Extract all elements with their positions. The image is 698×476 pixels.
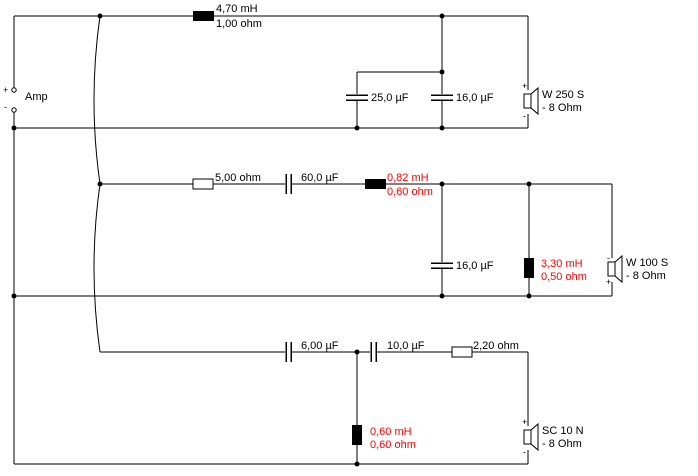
junction-dot [354, 461, 360, 467]
junction-dot [11, 293, 17, 299]
tweeter-inductor-shunt-value: 0,60 mH [370, 426, 412, 438]
capacitor-16uF-woofer [431, 94, 453, 101]
capacitor-16uF-mid [431, 262, 453, 269]
amp-minus-sign: - [4, 102, 7, 112]
capacitor-10uF [370, 342, 377, 362]
amp-label: Amp [25, 91, 48, 103]
junction-dot [439, 293, 445, 299]
tweeter-speaker-impedance: - 8 Ohm [542, 438, 582, 450]
mid-capacitor-series-label: 60,0 µF [301, 172, 339, 184]
mid-resistor-label: 5,00 ohm [215, 172, 261, 184]
junction-dot [354, 349, 360, 355]
capacitor-6uF [285, 342, 292, 362]
junction-dot [11, 125, 17, 131]
speaker-icon-mid [607, 254, 623, 284]
junction-dot [526, 181, 532, 187]
inductor-0-82mH [365, 179, 386, 189]
woofer-speaker-impedance: - 8 Ohm [542, 102, 582, 114]
tweeter-inductor-shunt-resistance: 0,60 ohm [370, 439, 416, 451]
woofer-inductor-value: 4,70 mH [216, 3, 258, 15]
mid-speaker-name: W 100 S [626, 257, 669, 269]
mid-speaker-minus: - [607, 253, 610, 263]
woofer-speaker-minus: - [523, 111, 526, 121]
woofer-capacitor-2-label: 16,0 µF [456, 92, 494, 104]
amp-terminal-minus [11, 107, 17, 113]
tweeter-capacitor-2-label: 10,0 µF [387, 340, 425, 352]
woofer-capacitor-1-label: 25,0 µF [371, 92, 409, 104]
junction-dot [97, 181, 103, 187]
amp-terminal-plus [11, 87, 17, 93]
resistor-5-00ohm [192, 178, 214, 190]
mid-capacitor-shunt-label: 16,0 µF [456, 260, 494, 272]
capacitor-60uF [285, 174, 292, 194]
tweeter-capacitor-1-label: 6,00 µF [301, 340, 339, 352]
junction-dot [439, 125, 445, 131]
mid-inductor-resistance: 0,60 ohm [387, 186, 433, 198]
resistor-2-20ohm [451, 346, 473, 358]
tweeter-speaker-minus: - [523, 447, 526, 457]
junction-dot [97, 13, 103, 19]
inductor-0-60mH [352, 425, 362, 445]
junction-dot [439, 69, 445, 75]
woofer-inductor-resistance: 1,00 ohm [216, 18, 262, 30]
junction-dot [439, 181, 445, 187]
junction-dot [439, 13, 445, 19]
capacitor-25uF [346, 94, 368, 101]
tweeter-speaker-name: SC 10 N [542, 425, 584, 437]
amp-plus-sign: + [3, 85, 9, 95]
mid-speaker-impedance: - 8 Ohm [626, 270, 666, 282]
speaker-icon-tweeter [523, 422, 539, 452]
inductor-4-70mH [193, 11, 214, 21]
woofer-speaker-plus: + [522, 81, 528, 91]
junction-dot [354, 125, 360, 131]
junction-dot [526, 293, 532, 299]
tweeter-resistor-label: 2,20 ohm [473, 340, 519, 352]
mid-inductor-value: 0,82 mH [387, 172, 429, 184]
mid-speaker-plus: + [606, 277, 612, 287]
mid-inductor-shunt-resistance: 0,50 ohm [541, 271, 587, 283]
mid-inductor-shunt-value: 3,30 mH [541, 258, 583, 270]
speaker-icon-woofer [523, 86, 539, 116]
woofer-speaker-name: W 250 S [542, 89, 585, 101]
tweeter-speaker-plus: + [522, 417, 528, 427]
inductor-3-30mH [524, 258, 534, 278]
